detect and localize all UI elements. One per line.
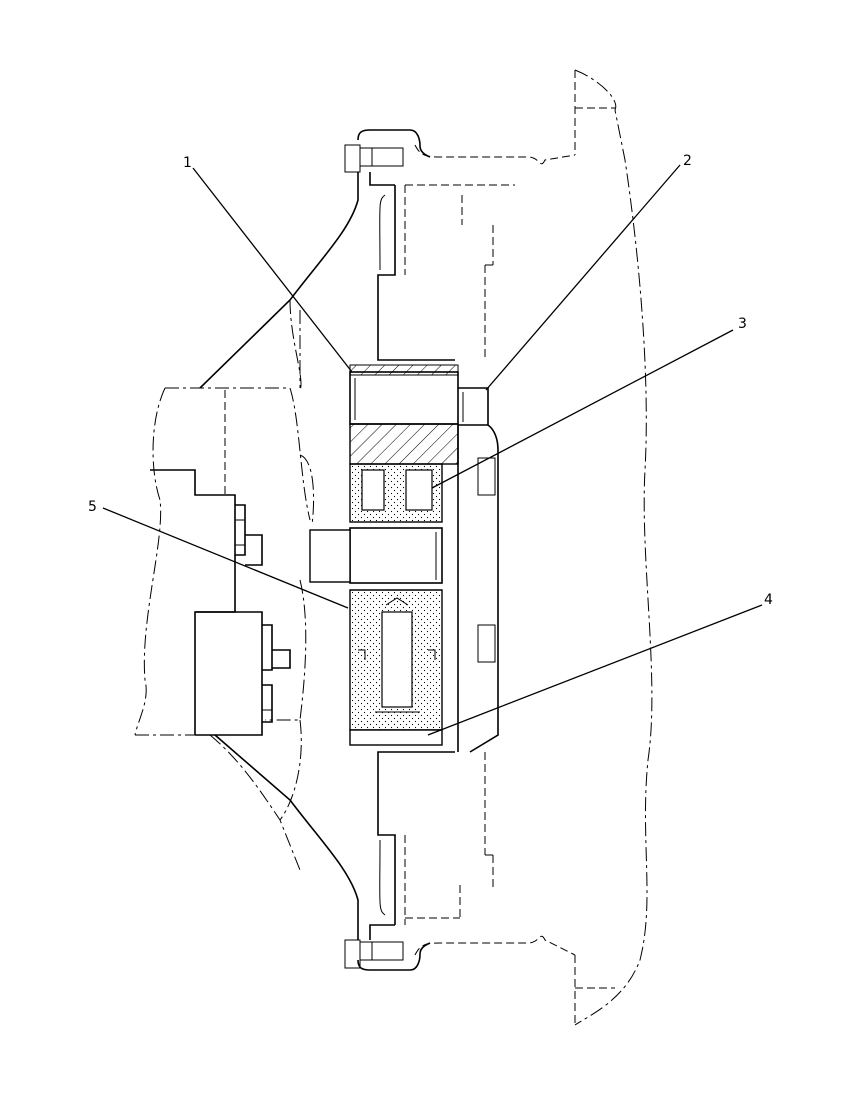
top-flange — [199, 129, 515, 389]
leader-4 — [427, 604, 763, 736]
callout-5: 5 — [88, 499, 97, 515]
leader-2 — [485, 164, 681, 391]
bottom-flange — [214, 734, 494, 971]
leader-1 — [192, 167, 353, 373]
callout-1: 1 — [183, 155, 192, 171]
left-housing — [134, 299, 311, 871]
leader-5 — [102, 507, 349, 609]
callout-labels: 1 2 3 4 5 — [88, 153, 773, 608]
callout-3: 3 — [738, 316, 747, 332]
leader-lines — [102, 164, 763, 736]
left-components — [150, 454, 315, 736]
right-housing — [414, 69, 653, 1026]
leader-3 — [431, 329, 734, 489]
callout-4: 4 — [764, 592, 773, 608]
callout-2: 2 — [683, 153, 692, 169]
center-hub — [309, 364, 499, 753]
